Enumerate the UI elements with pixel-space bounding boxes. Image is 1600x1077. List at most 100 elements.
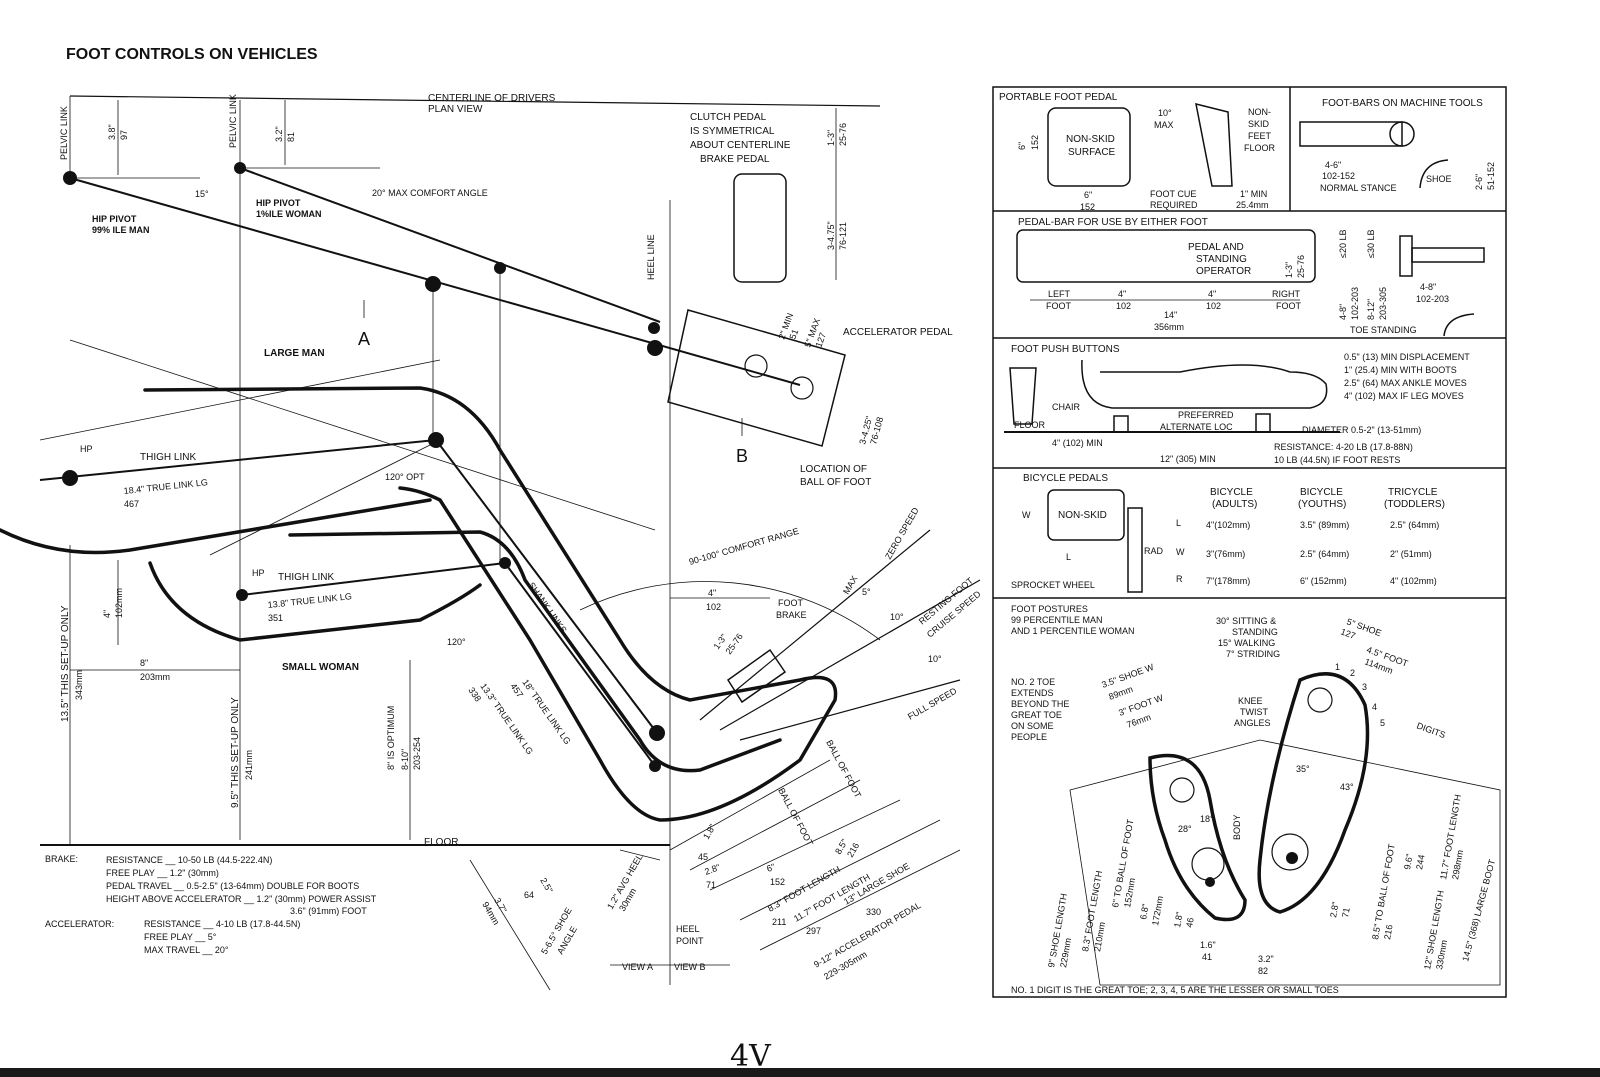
pushbtn-title: FOOT PUSH BUTTONS: [1011, 344, 1120, 355]
bike-row-youths: 3.5" (89mm): [1300, 520, 1349, 530]
bike-rad-label: RAD: [1144, 546, 1164, 556]
pb-812: 8-12": [1366, 299, 1376, 320]
shoe-profile: [1419, 159, 1449, 189]
knee-2: TWIST: [1240, 707, 1268, 717]
setup-135-label: 13.5" THIS SET-UP ONLY: [60, 605, 71, 722]
p-dim-152b: 152: [1080, 202, 1095, 212]
pb-203305: 203-305: [1378, 287, 1388, 320]
right-heel-circle: [1271, 833, 1309, 871]
non-skid-feet-3: FEET: [1248, 131, 1272, 141]
dim-32: 3.2": [274, 126, 284, 142]
bike-pedal-shape: [1047, 489, 1125, 541]
pb-spec-3: 2.5" (64) MAX ANKLE MOVES: [1344, 378, 1467, 388]
right-panel: PORTABLE FOOT PEDAL NON-SKID SURFACE 6" …: [992, 86, 1507, 998]
fb-46: 4-6": [1325, 160, 1341, 170]
dim-45: 45: [698, 852, 708, 862]
bike-l-label: L: [1066, 552, 1071, 562]
right-foot-2: FOOT: [1276, 301, 1301, 311]
sitting-2: STANDING: [1232, 627, 1278, 637]
pb-4b: 4": [1208, 289, 1216, 299]
d-46: 46: [1184, 917, 1196, 929]
left-foot-2: FOOT: [1046, 301, 1071, 311]
tb-216: 216: [1382, 924, 1394, 941]
pb-spec-1: 0.5" (13) MIN DISPLACEMENT: [1344, 352, 1470, 362]
accelerator-pedal-label: ACCELERATOR PEDAL: [843, 327, 953, 338]
true-link-138-label: 13.8" TRUE LINK LG: [267, 591, 352, 610]
portable-pedal-surface: [1047, 107, 1131, 187]
pelvic-link-label-2: PELVIC LINK: [228, 94, 238, 148]
brake-spec-1: RESISTANCE __ 10-50 LB (44.5-222.4N): [106, 855, 272, 865]
bike-row-adults: 3"(76mm): [1206, 549, 1245, 559]
accel-spec-1: RESISTANCE __ 4-10 LB (17.8-44.5N): [144, 919, 300, 929]
true-link-18-label: 18" TRUE LINK LG: [520, 677, 572, 746]
pb-48: 4-8": [1338, 304, 1348, 320]
pedal-standing-2: STANDING: [1196, 254, 1247, 265]
brake-pedal-plan: [733, 173, 787, 283]
right-ball-circle: [1307, 687, 1333, 713]
shank-link-small: [504, 562, 656, 767]
view-b-label: VIEW B: [674, 962, 706, 972]
col-adults-1: BICYCLE: [1210, 487, 1253, 498]
pedalbar-title: PEDAL-BAR FOR USE BY EITHER FOOT: [1018, 217, 1208, 228]
bike-row-toddlers: 4" (102mm): [1390, 576, 1437, 586]
d-96: 9.6": [1402, 853, 1415, 870]
angle-15-label: 15°: [195, 189, 209, 199]
deg-10b: 10°: [928, 654, 942, 664]
resistance-1: RESISTANCE: 4-20 LB (17.8-88N): [1274, 442, 1413, 452]
chair-leg-shape: [1009, 367, 1037, 425]
pb-102203b: 102-203: [1416, 294, 1449, 304]
pedal-standing-1: PEDAL AND: [1188, 242, 1244, 253]
dim-51: 51: [787, 328, 800, 341]
posture-frame: [1069, 739, 1501, 986]
pb-spec-4: 4" (102) MAX IF LEG MOVES: [1344, 391, 1464, 401]
full-speed-label: FULL SPEED: [906, 685, 959, 721]
p-dim-6: 6": [1017, 142, 1027, 150]
page-title: FOOT CONTROLS ON VEHICLES: [66, 46, 318, 63]
accel-spec-label: ACCELERATOR:: [45, 919, 114, 929]
dim-241: 241mm: [244, 750, 254, 780]
foot-brake-pedal: [726, 648, 787, 704]
toe-note-5: ON SOME: [1011, 721, 1054, 731]
digit-3: 3: [1362, 682, 1367, 692]
toe-note-2: EXTENDS: [1011, 688, 1054, 698]
footbar-shape: [1299, 121, 1403, 147]
thigh-link-label-1: THIGH LINK: [140, 452, 196, 463]
knee-3: ANGLES: [1234, 718, 1271, 728]
left-footprint: [1148, 753, 1247, 922]
ankle-small-dot: [649, 760, 661, 772]
diameter-label: DIAMETER 0.5-2" (13-51mm): [1302, 425, 1421, 435]
brake-spec-4: HEIGHT ABOVE ACCELERATOR __ 1.2" (30mm) …: [106, 894, 377, 904]
bike-row-key: W: [1176, 547, 1185, 557]
pb-102b: 102: [1206, 301, 1221, 311]
deg-5: 5°: [862, 587, 871, 597]
location-ball-label-2: BALL OF FOOT: [800, 477, 871, 488]
d-244: 244: [1414, 854, 1426, 871]
dim-97: 97: [119, 130, 129, 140]
non-skid-feet-1: NON-: [1248, 107, 1271, 117]
ankle-dot-top-2: [647, 340, 663, 356]
dim-127: 127: [813, 331, 828, 349]
dim-28: 2.8": [703, 862, 721, 877]
digit-4: 4: [1372, 702, 1377, 712]
fb-102152: 102-152: [1322, 171, 1355, 181]
p-dim-6b: 6": [1084, 190, 1092, 200]
bike-row-toddlers: 2.5" (64mm): [1390, 520, 1439, 530]
resting-foot-line: [719, 579, 981, 731]
fb-26: 2-6": [1474, 174, 1484, 190]
lb30: ≤30 LB: [1366, 230, 1376, 258]
body-label: BODY: [1232, 814, 1242, 840]
max-comfort-label: 20° MAX COMFORT ANGLE: [372, 188, 488, 198]
d-32: 3.2": [1258, 954, 1274, 964]
comfort-range-label: 90-100° COMFORT RANGE: [688, 526, 800, 567]
pb-48b: 4-8": [1420, 282, 1436, 292]
pelvic-link-label-1: PELVIC LINK: [59, 106, 69, 160]
scan-edge-bar: [0, 1068, 1600, 1077]
heel-line-label: HEEL LINE: [646, 234, 656, 280]
bike-row-youths: 6" (152mm): [1300, 576, 1347, 586]
left-heel-dot: [1205, 877, 1215, 887]
toe-standing: TOE STANDING: [1350, 325, 1417, 335]
clutch-label-3: ABOUT CENTERLINE: [690, 140, 791, 151]
digit-2: 2: [1350, 668, 1355, 678]
portable-pedal-side: [1195, 102, 1233, 187]
